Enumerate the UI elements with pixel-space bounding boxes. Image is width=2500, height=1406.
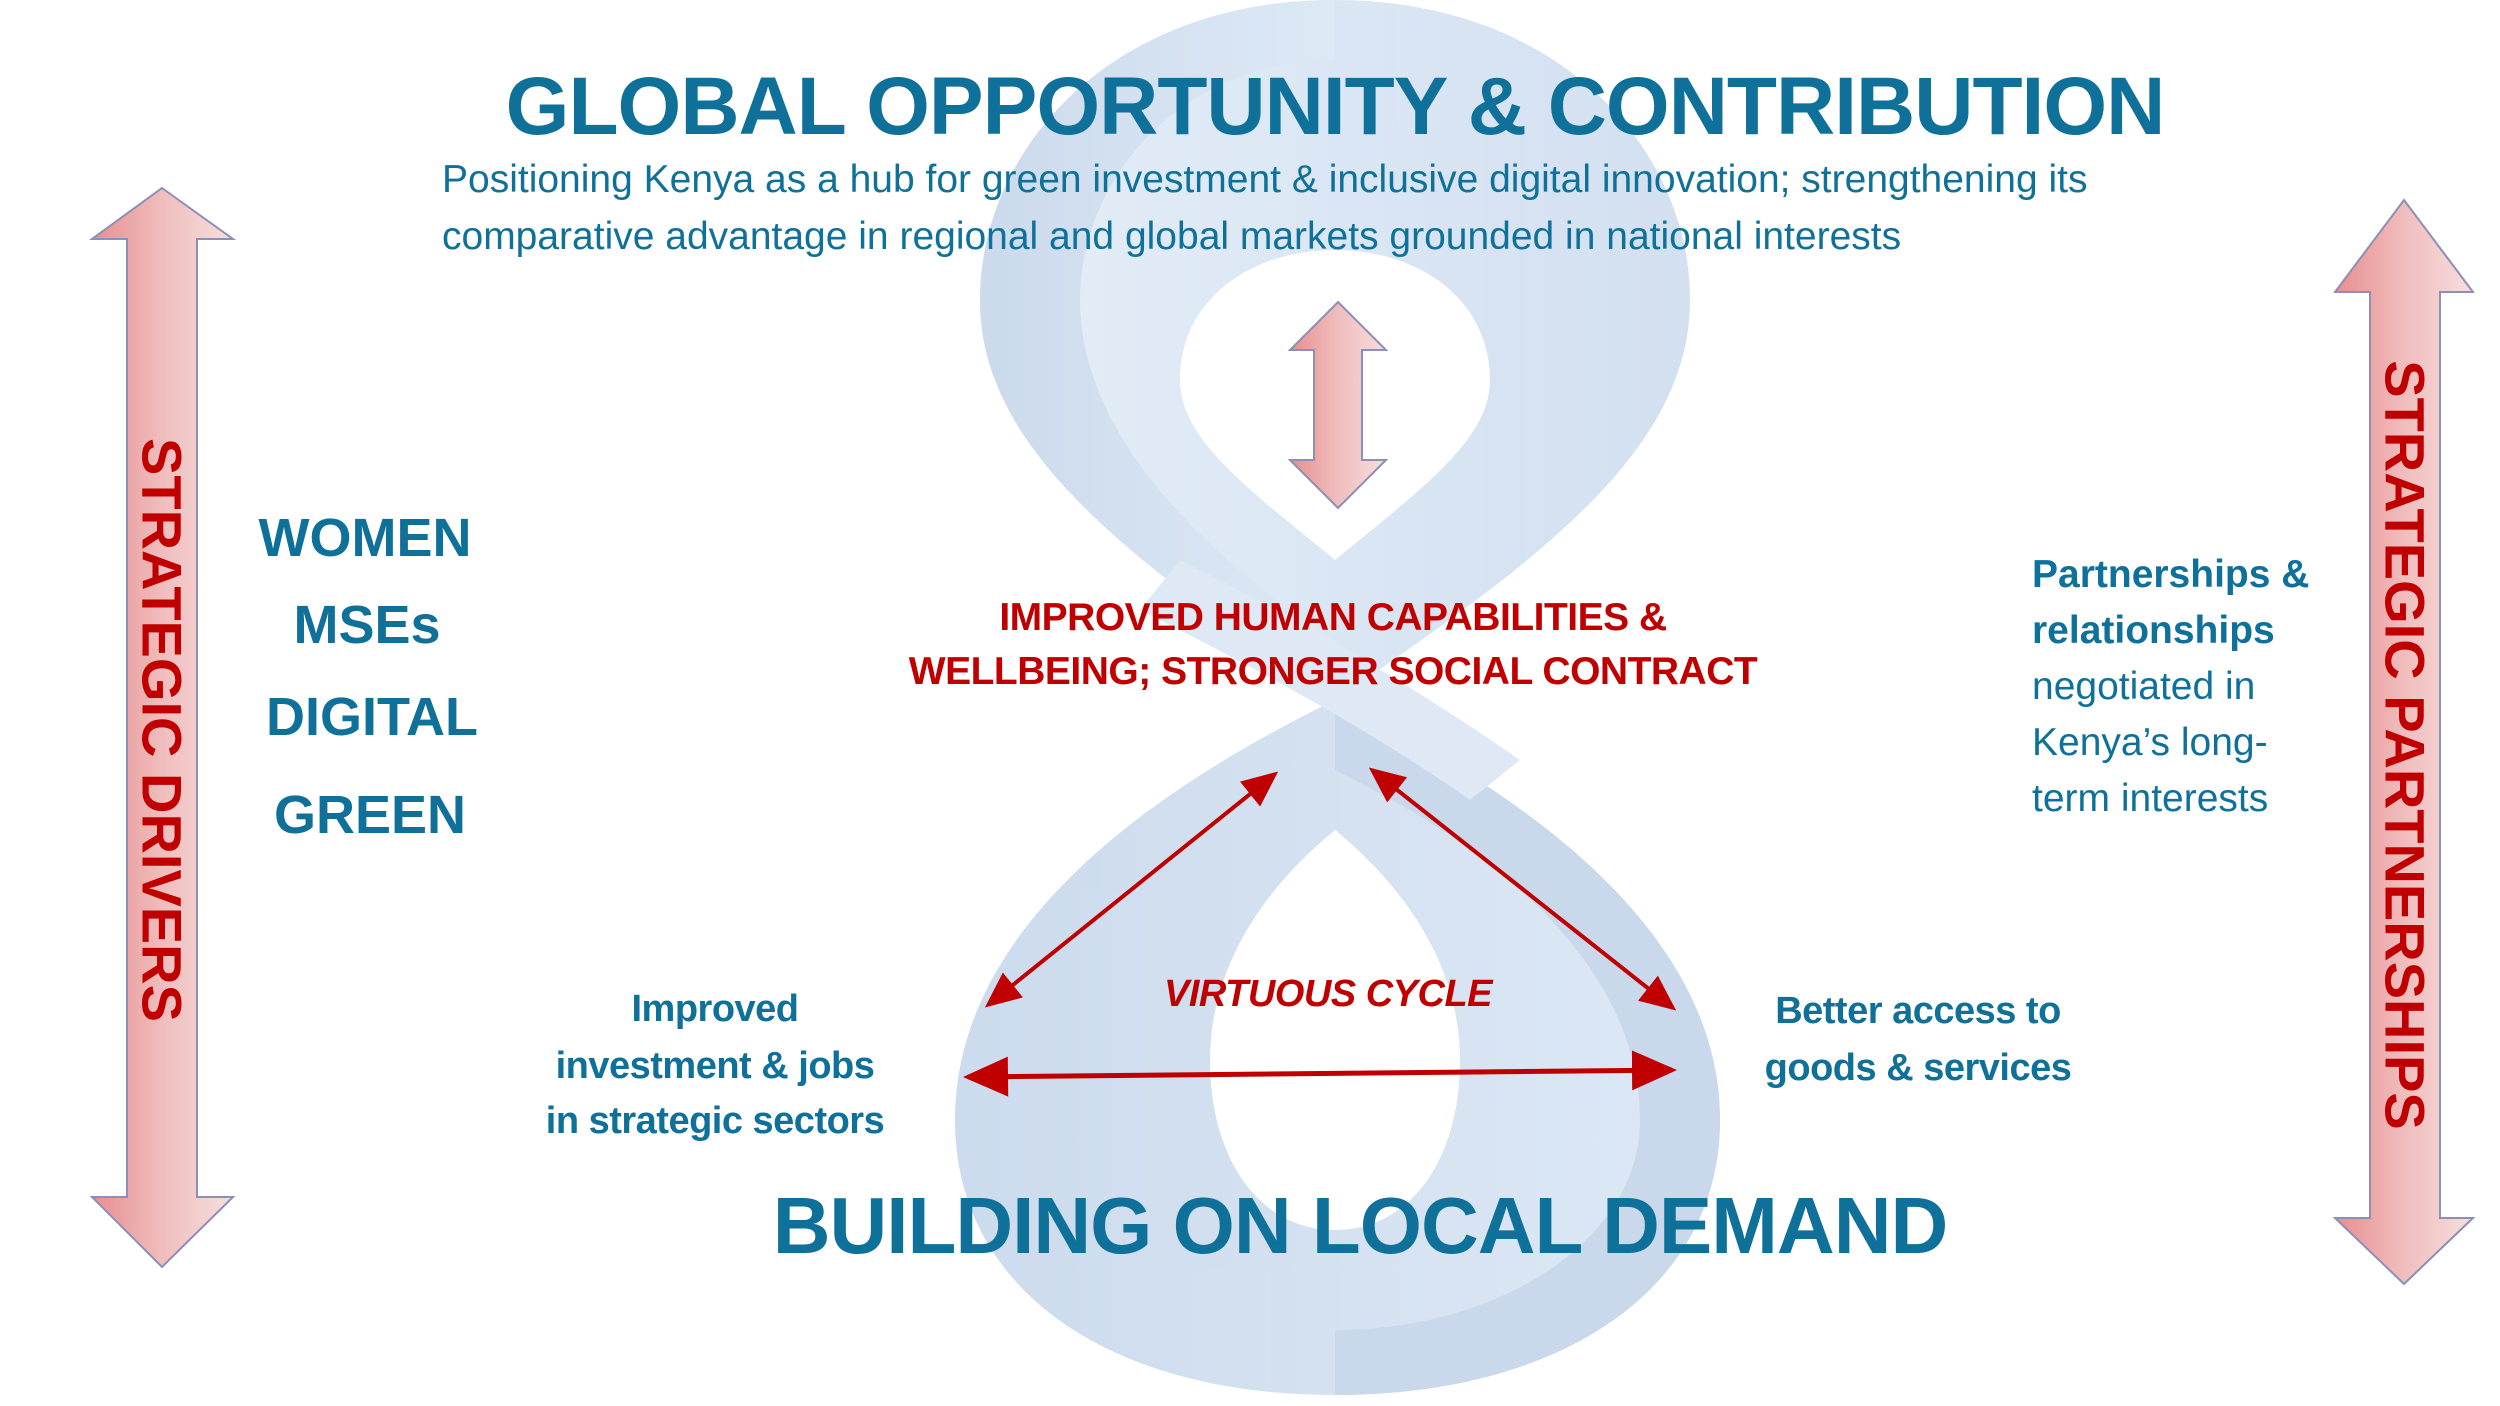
driver-green: GREEN (273, 785, 467, 845)
partnerships-line-5: term interests (2032, 777, 2269, 820)
center-double-arrow-icon (1287, 300, 1389, 510)
strategic-drivers-double-arrow-icon (88, 186, 237, 1269)
subtitle-line-1: Positioning Kenya as a hub for green inv… (442, 158, 2088, 201)
strategic-partnerships-double-arrow-icon (2332, 198, 2476, 1286)
right-diagonal-arrow-icon (1368, 767, 1677, 1011)
investment-jobs-line-3: in strategic sectors (545, 1100, 885, 1142)
partnerships-line-3: negotiated in (2032, 665, 2256, 708)
virtuous-cycle-label: VIRTUOUS CYCLE (1163, 973, 1493, 1015)
horizontal-arrow-icon (963, 1050, 1677, 1097)
driver-women: WOMEN (258, 508, 472, 568)
investment-jobs-line-2: investment & jobs (555, 1045, 875, 1087)
investment-jobs-line-1: Improved (631, 988, 799, 1030)
partnerships-line-4: Kenya’s long- (2032, 721, 2268, 764)
goods-services-line-1: Better access to (1775, 990, 2061, 1032)
driver-mses: MSEs (293, 595, 441, 655)
human-capabilities-line-2: WELLBEING; STRONGER SOCIAL CONTRACT (908, 650, 1758, 693)
strategic-drivers-label: STRATEGIC DRIVERS (130, 438, 194, 1022)
left-diagonal-arrow-icon (984, 771, 1279, 1008)
partnerships-line-2: relationships (2032, 609, 2275, 652)
subtitle-line-2: comparative advantage in regional and gl… (442, 215, 1902, 258)
global-opportunity-title: GLOBAL OPPORTUNITY & CONTRIBUTION (505, 61, 2166, 152)
goods-services-line-2: goods & services (1764, 1047, 2072, 1089)
human-capabilities-line-1: IMPROVED HUMAN CAPABILITIES & (999, 596, 1667, 639)
driver-digital: DIGITAL (266, 687, 478, 747)
partnerships-line-1: Partnerships & (2032, 553, 2310, 596)
virtuous-cycle-arrows (963, 767, 1677, 1097)
building-on-local-demand-title: BUILDING ON LOCAL DEMAND (772, 1181, 1948, 1270)
strategic-partnerships-label: STRATEGIC PARTNERSHIPS (2373, 360, 2437, 1130)
